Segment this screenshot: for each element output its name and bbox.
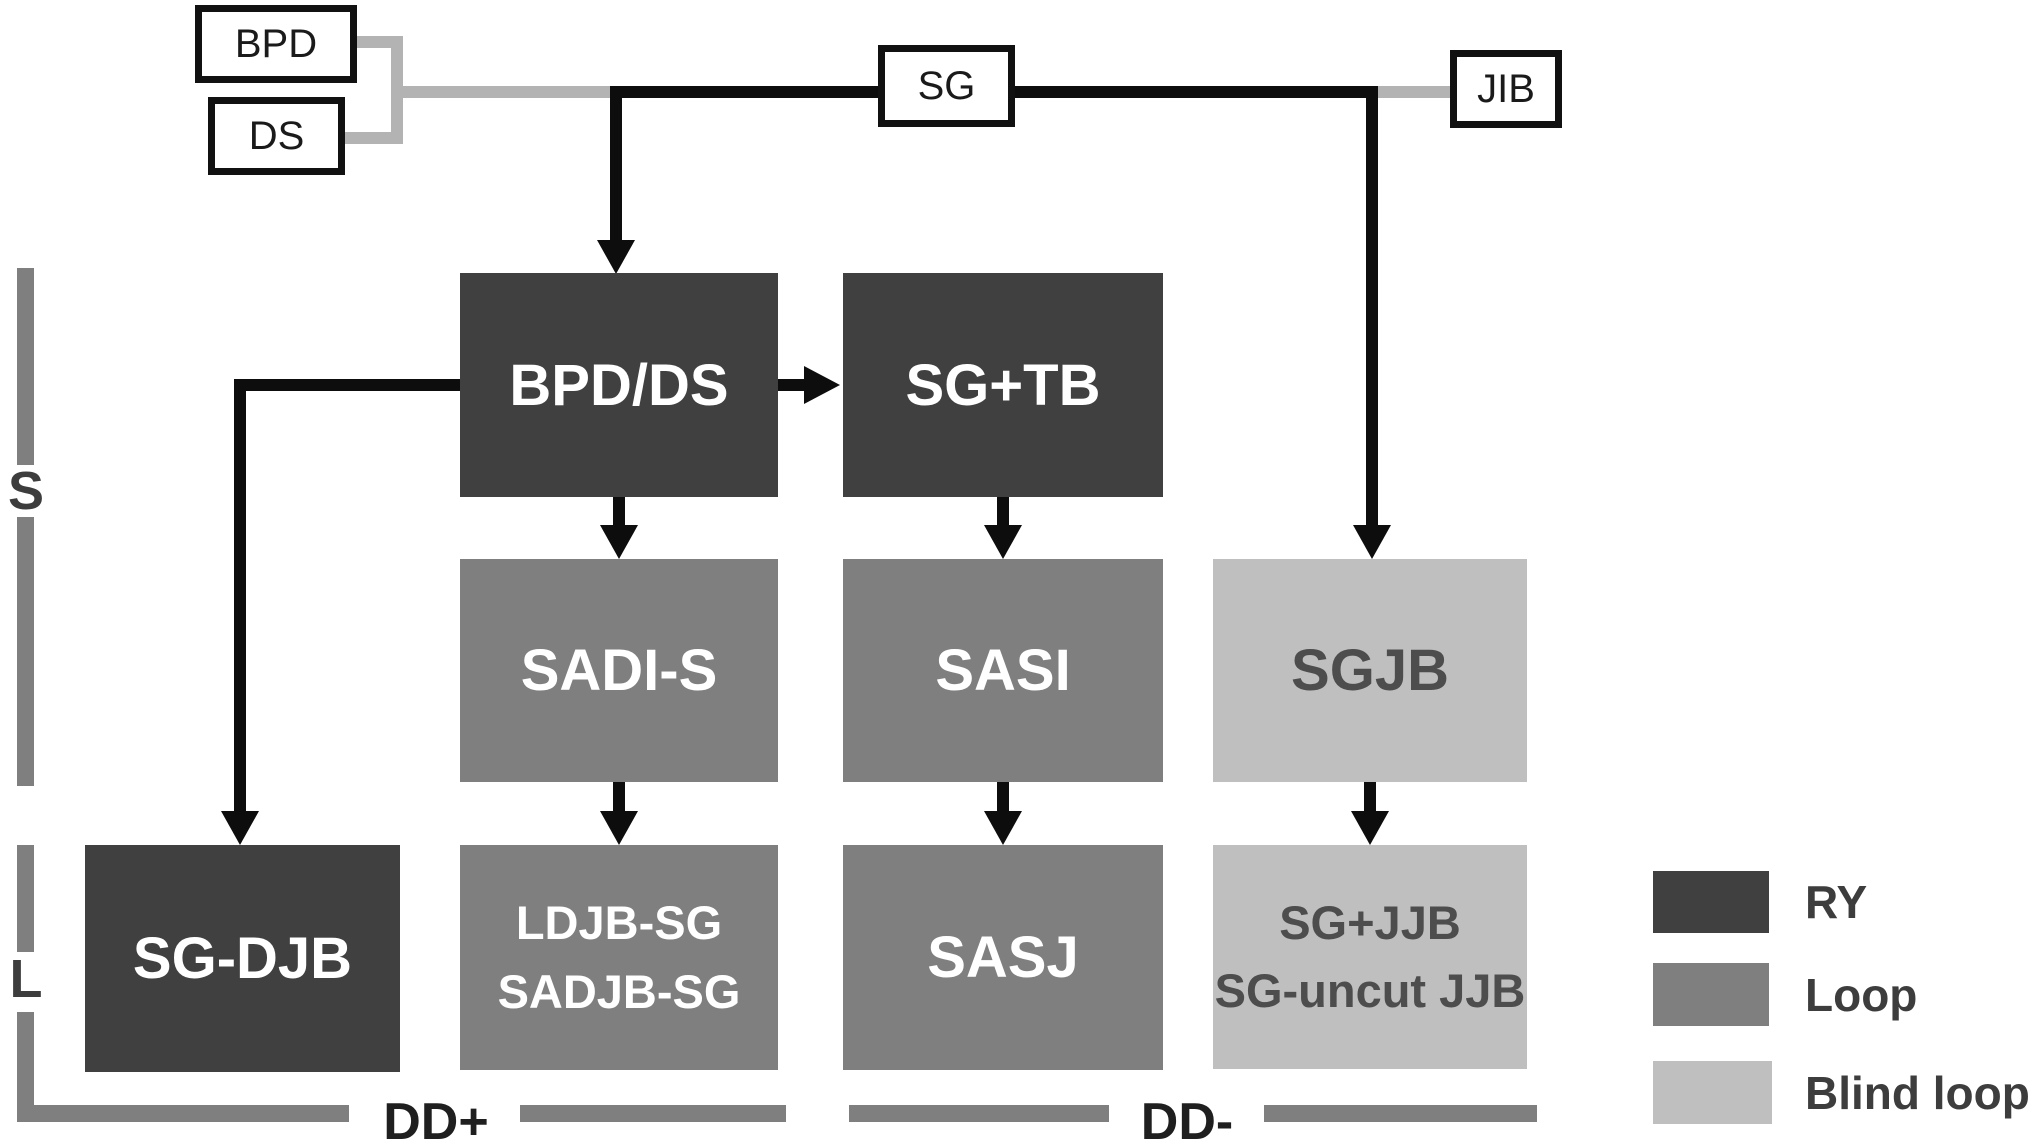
procedure-box-sasj: SASJ — [843, 845, 1163, 1070]
axis-s-bar-upper — [17, 268, 34, 465]
arrow-bpdds-to-sgdjb-head-icon — [221, 811, 259, 845]
procedure-label-line1: SG+JJB — [1279, 895, 1461, 949]
arrow-bpdds-to-sadis-stem — [613, 497, 625, 525]
node-sg: SG — [878, 45, 1015, 127]
arrow-bpdds-to-sgdjb-horizontal — [234, 379, 460, 391]
legend-swatch-ry — [1653, 871, 1769, 933]
procedure-box-sg-jjb: SG+JJB SG-uncut JJB — [1213, 845, 1527, 1069]
axis-l-label: L — [9, 949, 43, 1009]
arrow-sg-to-bpdds-stem — [610, 86, 622, 240]
black-rail-left — [610, 86, 878, 98]
procedure-label-line2: SG-uncut JJB — [1214, 964, 1526, 1017]
axis-ddplus-bar-left — [17, 1105, 349, 1122]
axis-s-bar-lower — [17, 517, 34, 786]
arrow-sg-to-sgjb-head-icon — [1353, 525, 1391, 559]
arrow-sadis-to-ldjb-head-icon — [600, 811, 638, 845]
arrow-bpdds-to-sgtb-head-icon — [804, 366, 840, 404]
arrow-sadis-to-ldjb-stem — [613, 782, 625, 811]
axis-s-label: S — [7, 461, 45, 521]
arrow-bpdds-to-sadis-head-icon — [600, 525, 638, 559]
arrow-sg-to-bpdds-head-icon — [597, 240, 635, 274]
connector-ds-stub — [345, 132, 403, 144]
legend-label-ry: RY — [1805, 876, 1868, 928]
procedure-box-sg-djb: SG-DJB — [85, 845, 400, 1072]
arrow-sasi-to-sasj-stem — [997, 782, 1009, 811]
procedure-box-ldjb-sadjb: LDJB-SG SADJB-SG — [460, 845, 778, 1070]
arrow-bpdds-to-sgtb-stem — [778, 379, 804, 391]
axis-l-bar-upper — [17, 845, 34, 952]
node-bpd: BPD — [195, 5, 357, 83]
procedure-box-sasi: SASI — [843, 559, 1163, 782]
procedure-box-sgjb: SGJB — [1213, 559, 1527, 782]
axis-ddminus-label: DD- — [1140, 1093, 1234, 1146]
connector-gray-rail-left — [397, 86, 616, 98]
axis-ddplus-bar-right — [520, 1105, 786, 1122]
arrow-sgtb-to-sasi-stem — [997, 497, 1009, 525]
legend-label-loop: Loop — [1805, 968, 1918, 1021]
connector-gray-rail-right — [1378, 86, 1450, 98]
axis-ddminus-bar-left — [849, 1105, 1109, 1122]
legend-label-blind-loop: Blind loop — [1805, 1066, 2030, 1119]
procedure-box-bpd-ds: BPD/DS — [460, 273, 778, 497]
arrow-bpdds-to-sgdjb-vertical — [234, 379, 246, 811]
node-jib: JIB — [1450, 50, 1562, 128]
arrow-sgjb-to-sgjjb-head-icon — [1351, 811, 1389, 845]
axis-ddminus-bar-right — [1264, 1105, 1537, 1122]
procedure-box-sg-tb: SG+TB — [843, 273, 1163, 497]
procedure-box-sadi-s: SADI-S — [460, 559, 778, 782]
node-ds: DS — [208, 97, 345, 175]
legend-swatch-blind-loop — [1653, 1061, 1772, 1124]
legend-swatch-loop — [1653, 963, 1769, 1026]
arrow-sg-to-sgjb-stem — [1366, 86, 1378, 525]
axis-l-bar-lower — [17, 1012, 34, 1122]
arrow-sasi-to-sasj-head-icon — [984, 811, 1022, 845]
black-rail-right — [1015, 86, 1378, 98]
arrow-sgjb-to-sgjjb-stem — [1364, 782, 1376, 811]
procedure-label-line1: LDJB-SG — [515, 896, 723, 950]
axis-ddplus-label: DD+ — [383, 1093, 489, 1146]
procedure-label-line2: SADJB-SG — [497, 964, 741, 1018]
arrow-sgtb-to-sasi-head-icon — [984, 525, 1022, 559]
